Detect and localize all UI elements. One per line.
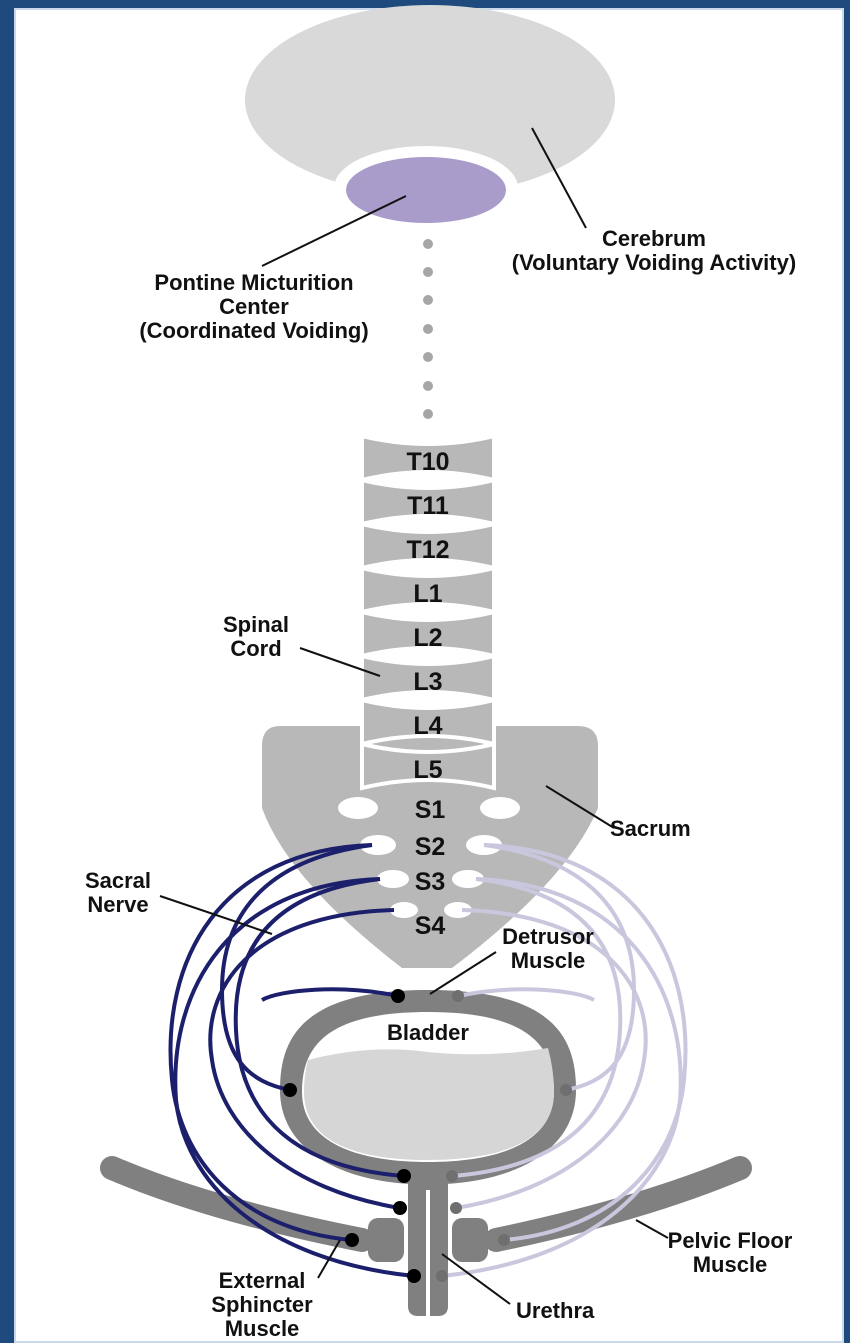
external-sphincter-left xyxy=(368,1218,404,1262)
sacral-foramina xyxy=(338,797,520,918)
pelvic-floor-label: Pelvic Floor xyxy=(668,1228,793,1253)
cerebrum-shape xyxy=(245,5,615,195)
sacral-segment-label: S1 xyxy=(415,796,446,824)
vertebra-label: L3 xyxy=(413,668,442,696)
pmc-label: Pontine Micturition xyxy=(154,270,353,295)
sacral-segment-label: S3 xyxy=(415,868,446,896)
detrusor-label: Muscle xyxy=(511,948,586,973)
cerebrum-label: (Voluntary Voiding Activity) xyxy=(512,250,796,275)
urethra-label: Urethra xyxy=(516,1298,595,1323)
spinal-cord-label: Cord xyxy=(230,636,281,661)
cerebrum-label: Cerebrum xyxy=(602,226,706,251)
vertebra-label: T12 xyxy=(406,536,449,564)
sacral-segment-label: S2 xyxy=(415,833,446,861)
detrusor-label: Detrusor xyxy=(502,924,594,949)
pelvic-floor-label: Muscle xyxy=(693,1252,768,1277)
vertebra-l5 xyxy=(360,741,496,791)
spinal-cord-label: Spinal xyxy=(223,612,289,637)
nerve-endpoints-left xyxy=(283,989,421,1283)
vertebra-label: T11 xyxy=(407,492,449,520)
vertebra-label: L4 xyxy=(413,712,442,740)
sacral-segment-label: S4 xyxy=(415,912,446,940)
sacral-nerve-label: Nerve xyxy=(87,892,148,917)
sacrum-label: Sacrum xyxy=(610,816,691,841)
sacral-nerve-label: Sacral xyxy=(85,868,151,893)
bladder-content xyxy=(304,1048,554,1160)
vertebra-label: L5 xyxy=(413,756,442,784)
external-sphincter-label: Muscle xyxy=(225,1316,300,1341)
dotted-pathway xyxy=(423,239,433,419)
vertebra-label: L1 xyxy=(413,580,442,608)
pmc-label: (Coordinated Voiding) xyxy=(139,318,368,343)
external-sphincter-label: Sphincter xyxy=(211,1292,313,1317)
vertebrae xyxy=(360,433,496,791)
nerve-endpoints-right xyxy=(436,990,572,1282)
external-sphincter-right xyxy=(452,1218,488,1262)
sacrum-shape xyxy=(262,726,598,968)
sacral-nerves-left xyxy=(168,843,415,1278)
pelvic-floor-left xyxy=(100,1156,374,1252)
leader-lines xyxy=(159,127,669,1305)
sacral-nerves-right xyxy=(441,843,688,1278)
vertebra-label: T10 xyxy=(406,448,449,476)
pmc-label: Center xyxy=(219,294,289,319)
pelvic-floor-right xyxy=(484,1156,752,1252)
vertebra-label: L2 xyxy=(413,624,442,652)
bladder-label: Bladder xyxy=(387,1020,469,1045)
external-sphincter-label: External xyxy=(219,1268,306,1293)
